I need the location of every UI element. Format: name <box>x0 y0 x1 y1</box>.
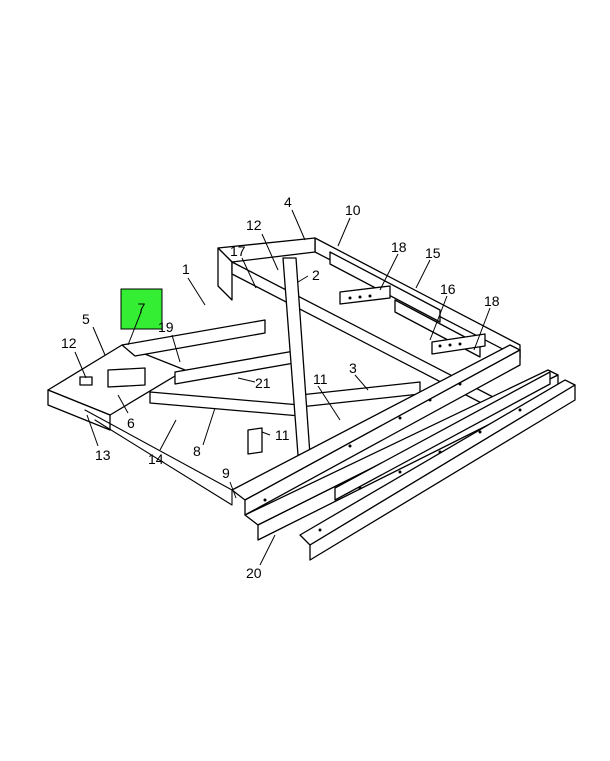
callout-6: 6 <box>127 415 135 431</box>
bracket-slot-12 <box>79 376 93 386</box>
leader-lines <box>74 209 491 566</box>
floor-edge-lines <box>84 409 233 506</box>
callout-21: 21 <box>255 375 271 391</box>
callout-11-top: 11 <box>313 371 328 387</box>
floor-rail-20-face <box>244 349 521 516</box>
callout-19: 19 <box>158 319 174 335</box>
callout-14: 14 <box>148 451 164 467</box>
callout-20: 20 <box>246 565 262 581</box>
diagonal-brace-8 <box>149 391 301 417</box>
highlight-box[interactable] <box>120 288 163 330</box>
callout-2: 2 <box>312 267 320 283</box>
mounting-holes <box>263 294 522 532</box>
callout-3: 3 <box>349 360 357 376</box>
callout-4: 4 <box>284 194 292 210</box>
inner-channel <box>334 371 551 501</box>
callout-labels: 1 2 3 4 5 6 8 9 10 11 11 12 12 13 14 15 … <box>61 194 500 581</box>
callout-16: 16 <box>440 281 456 297</box>
callout-18-top: 18 <box>391 239 407 255</box>
callout-17: 17 <box>230 243 246 259</box>
beam-19 <box>121 319 266 357</box>
callout-8: 8 <box>193 443 201 459</box>
callout-12-left: 12 <box>61 335 77 351</box>
bracket-11-lower <box>247 427 263 455</box>
outer-rail-face <box>309 384 576 561</box>
callout-11-bottom: 11 <box>275 427 290 443</box>
plate-6 <box>107 367 146 388</box>
callout-18-right: 18 <box>484 293 500 309</box>
callout-13: 13 <box>95 447 111 463</box>
callout-15: 15 <box>425 245 441 261</box>
cross-member-21 <box>174 349 301 385</box>
callout-1: 1 <box>182 261 190 277</box>
left-rail-end-box <box>217 247 233 301</box>
frame-assembly <box>47 237 576 561</box>
highlight-label: 7 <box>138 300 146 316</box>
callout-10: 10 <box>345 202 361 218</box>
callout-12-top: 12 <box>246 217 262 233</box>
callout-9: 9 <box>222 465 230 481</box>
crossbar-18-top <box>339 285 391 305</box>
callout-5: 5 <box>82 311 90 327</box>
highlight-callout[interactable]: 7 <box>120 288 163 346</box>
